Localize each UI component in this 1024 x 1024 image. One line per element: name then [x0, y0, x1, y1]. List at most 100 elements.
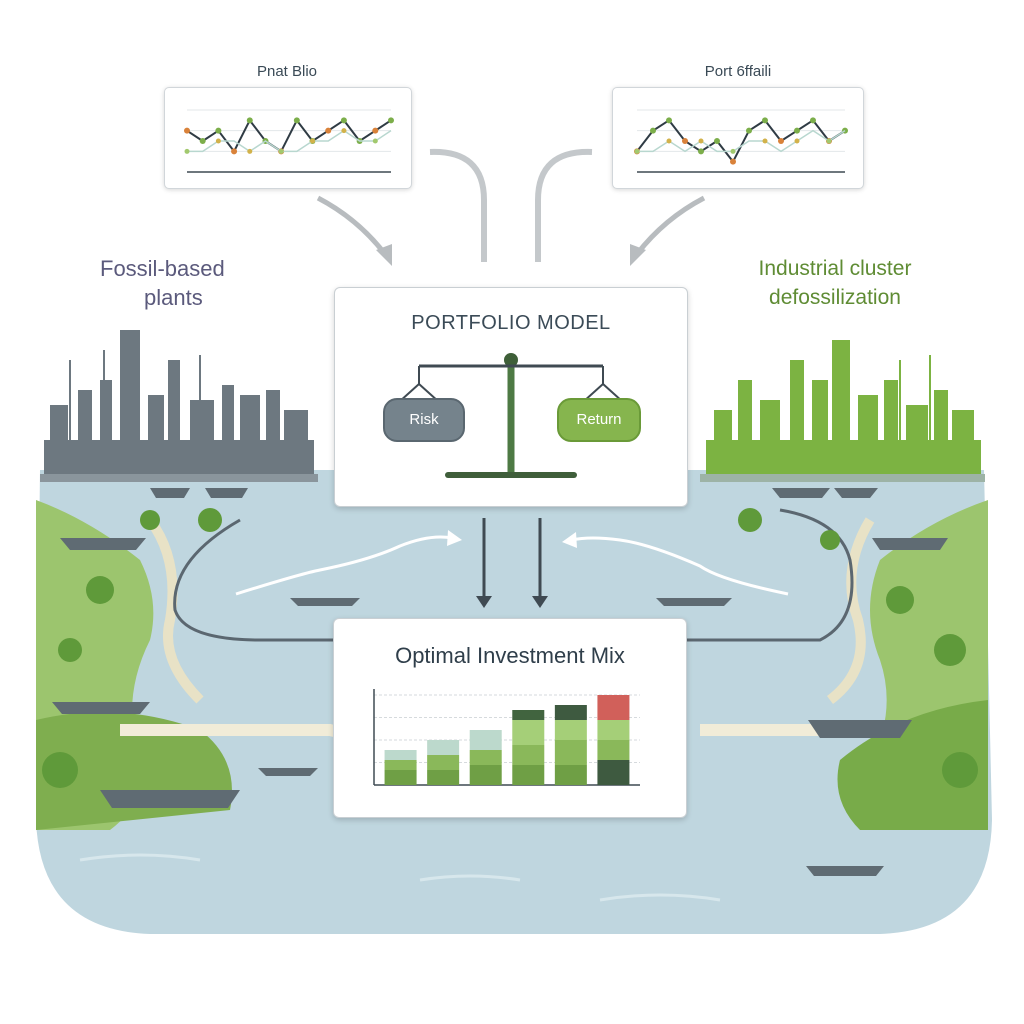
right-mini-chart-svg — [634, 109, 848, 173]
data-point — [293, 117, 300, 124]
data-point — [650, 127, 656, 134]
data-point — [778, 138, 784, 144]
cluster-defossilization-label: Industrial cluster defossilization — [700, 254, 970, 312]
bar-segment-2-2 — [427, 755, 460, 770]
arrow-down-left-head — [476, 596, 492, 608]
arrow-right-diagonal-head — [630, 244, 646, 266]
data-point — [310, 138, 316, 144]
bar-segment-4-2 — [512, 745, 545, 765]
balance-scale-icon — [398, 353, 624, 478]
return-weight: Return — [557, 398, 641, 442]
bar-segment-3-1 — [469, 765, 502, 785]
arrow-right-diagonal — [631, 195, 706, 260]
bar-segment-2-3 — [427, 740, 460, 755]
left-mini-chart-svg — [184, 109, 394, 173]
portfolio-model-title: PORTFOLIO MODEL — [411, 312, 611, 334]
cluster-label-line2: defossilization — [769, 286, 901, 309]
bar-segment-4-4 — [512, 710, 545, 720]
data-point — [746, 127, 752, 134]
data-point — [215, 138, 221, 144]
data-point — [340, 117, 347, 124]
portfolio-model-box: PORTFOLIO MODEL Risk Return — [334, 287, 688, 507]
data-point — [794, 127, 800, 134]
data-point — [247, 148, 253, 154]
series-line-2 — [187, 129, 392, 153]
green-city — [706, 340, 981, 478]
fossil-city-base — [40, 474, 318, 482]
right-mini-chart-title: Port 6ffaili — [704, 63, 772, 80]
data-point — [215, 127, 222, 134]
bar-segment-1-2 — [384, 760, 417, 770]
flow-arrow-right-head — [562, 532, 577, 548]
bar-segment-1-3 — [384, 750, 417, 760]
data-point — [682, 138, 688, 144]
bar-segment-6-2 — [597, 740, 630, 760]
arrow-left-diagonal — [316, 195, 391, 260]
fossil-city — [44, 330, 314, 478]
water-ripples — [79, 853, 721, 902]
data-point — [388, 117, 394, 124]
right-shore — [826, 517, 875, 704]
flow-arrow-right — [571, 536, 789, 596]
data-point — [762, 117, 768, 124]
bar-segment-5-1 — [554, 765, 587, 785]
investment-mix-box: Optimal Investment Mix — [333, 618, 687, 818]
data-point — [341, 128, 347, 134]
left-shore — [145, 517, 204, 704]
data-point — [698, 148, 704, 155]
bar-segment-3-3 — [469, 730, 502, 750]
arrow-left-vertical — [429, 148, 487, 262]
bar-segment-2-1 — [427, 770, 460, 785]
cluster-label-line1: Industrial cluster — [758, 257, 912, 280]
fossil-label-line2: plants — [144, 285, 203, 310]
data-point — [199, 138, 206, 144]
flow-road — [173, 508, 854, 642]
data-point — [634, 148, 640, 154]
data-point — [184, 127, 190, 134]
bar-segment-6-1 — [597, 760, 630, 785]
boats — [52, 488, 948, 876]
data-point — [666, 117, 672, 124]
bar-segment-3-2 — [469, 750, 502, 765]
data-point — [762, 138, 768, 144]
bar-segment-1-1 — [384, 770, 417, 785]
data-point — [246, 117, 253, 124]
data-point — [730, 148, 736, 154]
data-point — [372, 127, 379, 134]
series-line-2 — [637, 129, 846, 153]
data-point — [698, 138, 704, 144]
flow-arrow-left-head — [447, 530, 462, 546]
data-point — [810, 117, 816, 124]
data-point — [826, 138, 832, 144]
arrow-right-vertical — [535, 148, 593, 262]
data-point — [794, 138, 800, 144]
bar-segment-5-4 — [554, 705, 587, 720]
bar-segment-5-3 — [554, 720, 587, 740]
data-point — [231, 148, 238, 155]
fossil-plants-label: Fossil-based plants — [100, 254, 270, 312]
data-point — [730, 158, 736, 165]
bar-segment-4-3 — [512, 720, 545, 745]
fossil-label-line1: Fossil-based — [100, 256, 225, 281]
bar-segment-6-3 — [597, 720, 630, 740]
arrow-left-diagonal-head — [376, 244, 392, 266]
data-point — [714, 138, 720, 144]
trees — [42, 508, 978, 788]
bar-segment-6-4 — [597, 695, 630, 720]
data-point — [666, 138, 672, 144]
arrow-down-right-head — [532, 596, 548, 608]
right-mini-chart — [612, 87, 864, 189]
green-city-base — [700, 474, 985, 482]
data-point — [184, 148, 190, 154]
series-line-1 — [186, 118, 392, 154]
data-point — [278, 148, 284, 154]
left-mini-chart — [164, 87, 412, 189]
investment-mix-chart — [373, 689, 640, 786]
data-point — [372, 138, 378, 144]
right-land-lower — [837, 700, 988, 830]
bar-segment-5-2 — [554, 740, 587, 765]
bar-segment-4-1 — [512, 765, 545, 785]
data-point — [325, 127, 332, 134]
investment-mix-title: Optimal Investment Mix — [395, 643, 625, 668]
